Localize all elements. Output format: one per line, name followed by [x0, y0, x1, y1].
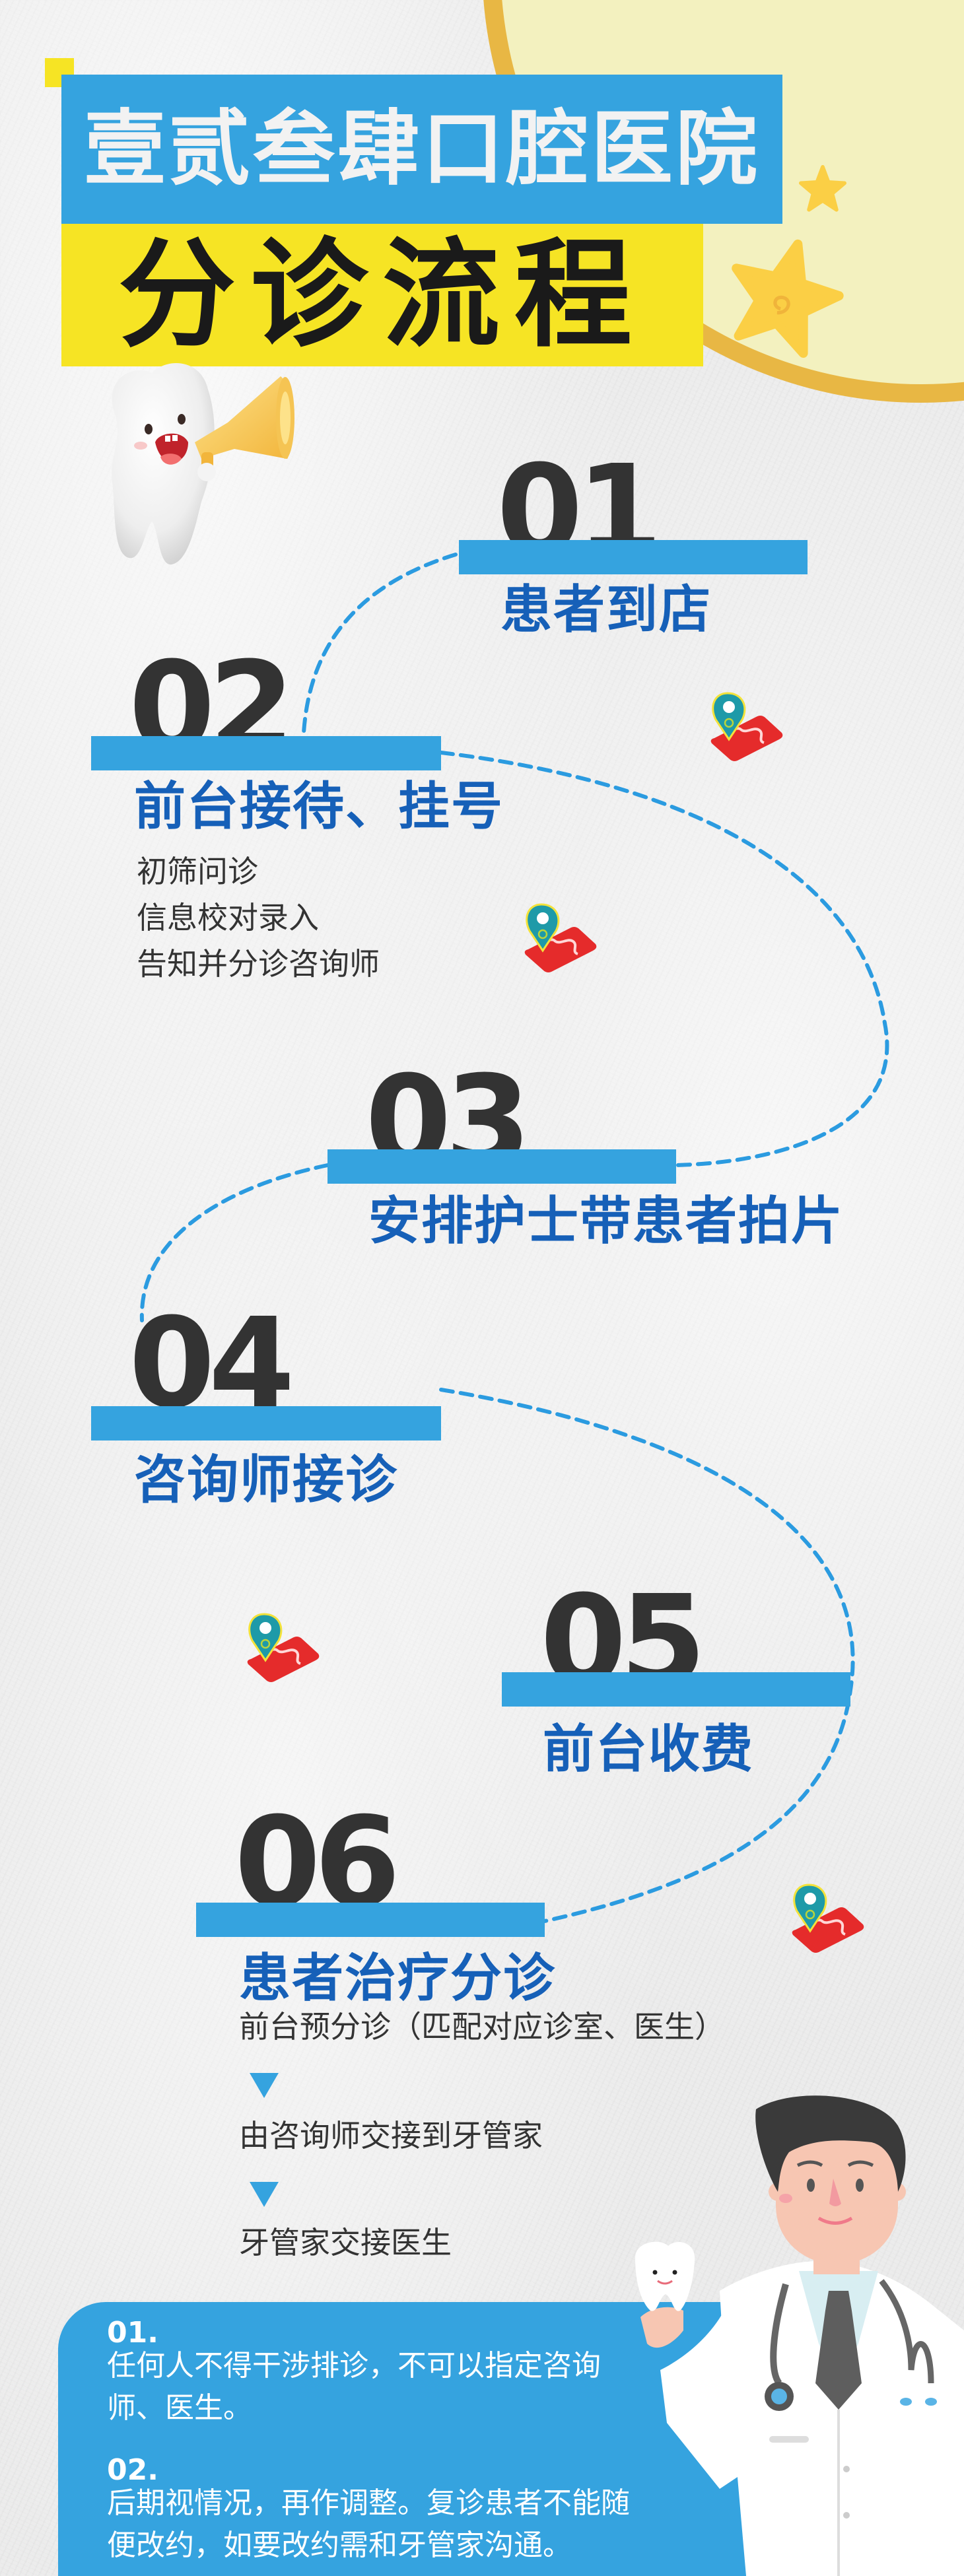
subtitle-banner: 分诊流程	[61, 224, 703, 366]
triangle-down-icon	[250, 2182, 279, 2207]
step-bar	[91, 1406, 441, 1441]
map-pin-icon	[710, 692, 783, 761]
triangle-down-icon	[250, 2073, 279, 2098]
note-number: 01.	[107, 2316, 158, 2350]
tooth-megaphone-icon	[112, 363, 294, 565]
note-text: 后期视情况，再作调整。复诊患者不能随便改约，如要改约需和牙管家沟通。	[107, 2486, 630, 2562]
hospital-name: 壹贰叁肆口腔医院	[83, 102, 760, 197]
map-pin-icon	[792, 1883, 864, 1953]
hospital-name-banner: 壹贰叁肆口腔医院	[61, 75, 782, 224]
step-bar	[196, 1903, 545, 1937]
note-text: 任何人不得干涉排诊，不可以指定咨询师、医生。	[107, 2349, 601, 2425]
star-icon	[732, 239, 844, 358]
page-title: 分诊流程	[118, 226, 646, 363]
step-title: 咨询师接诊	[134, 1450, 399, 1510]
step-bar	[327, 1149, 676, 1184]
step-title: 前台收费	[543, 1720, 755, 1779]
step-number: 04	[129, 1291, 295, 1436]
step-detail: 前台预分诊（匹配对应诊室、医生）	[239, 2009, 725, 2045]
star-icon	[799, 165, 846, 212]
step-bar	[459, 540, 808, 574]
step-detail: 牙管家交接医生	[239, 2225, 452, 2260]
doctor-illustration	[635, 2095, 964, 2576]
step-title: 前台接待、挂号	[134, 777, 504, 836]
step-title: 患者到店	[500, 580, 712, 640]
step-detail: 告知并分诊咨询师	[137, 946, 380, 982]
step-bar	[91, 736, 441, 770]
step-bar	[502, 1672, 850, 1707]
step-detail: 由咨询师交接到牙管家	[239, 2118, 543, 2153]
step-title: 安排护士带患者拍片	[368, 1192, 844, 1251]
step-title: 患者治疗分诊	[239, 1949, 557, 2008]
map-pin-icon	[247, 1613, 320, 1682]
step-detail: 初筛问诊	[137, 854, 258, 889]
note-number: 02.	[107, 2453, 158, 2487]
map-pin-icon	[524, 903, 597, 972]
step-detail: 信息校对录入	[137, 900, 319, 935]
